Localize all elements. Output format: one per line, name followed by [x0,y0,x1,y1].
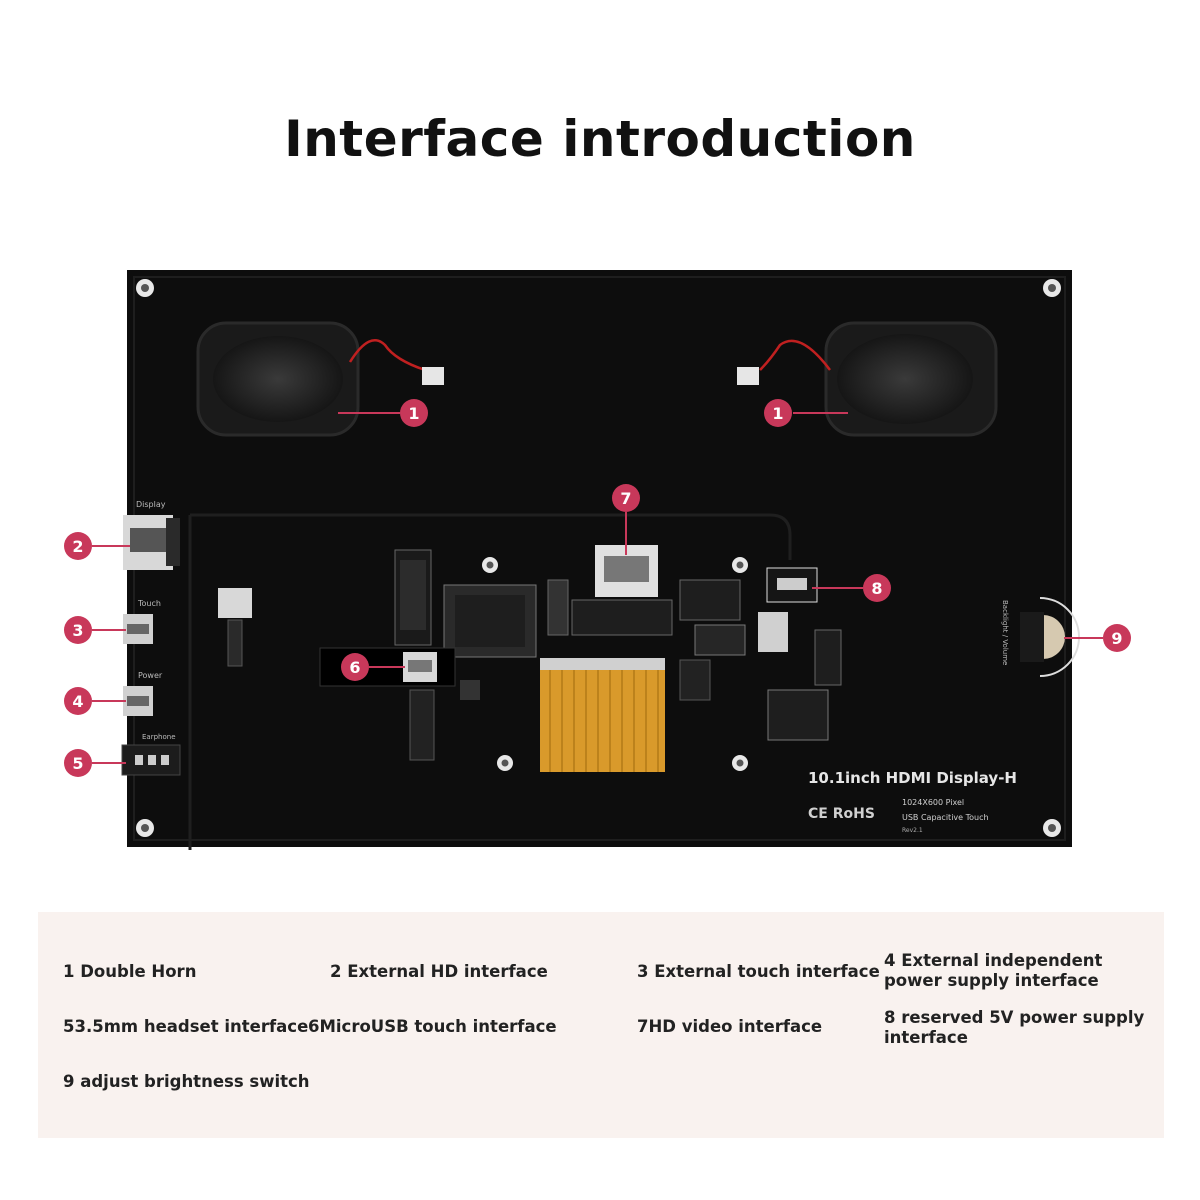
legend-item-3: 3 External touch interface [637,962,880,981]
hdmi-port [123,515,180,570]
cert-marks: CE RoHS [808,806,875,822]
board-resolution-label: 1024X600 Pixel [902,798,964,807]
left-speaker [196,321,444,437]
svg-text:9: 9 [1111,629,1122,648]
callout-marker-6: 6 [341,653,369,681]
mounting-holes [136,279,1061,837]
callout-marker-2: 2 [64,532,92,560]
svg-text:4: 4 [72,692,83,711]
legend-item-9: 9 adjust brightness switch [63,1072,310,1091]
legend-item-6: 6MicroUSB touch interface [308,1017,557,1036]
power-usb-port [123,686,153,716]
port-label-touch: Touch [137,599,161,608]
touch-usb-port [123,614,153,644]
legend-item-2: 2 External HD interface [330,962,548,981]
svg-text:3: 3 [72,621,83,640]
port-label-display: Display [136,500,166,509]
board-rev-label: Rev2.1 [902,827,923,834]
port-label-earphone: Earphone [142,733,176,741]
callout-marker-1b: 1 [764,399,792,427]
port-label-power: Power [138,671,163,680]
board-touch-label: USB Capacitive Touch [902,813,989,822]
svg-text:7: 7 [620,489,631,508]
svg-text:1: 1 [772,404,783,423]
svg-text:6: 6 [349,658,360,677]
callout-lines [92,412,1103,764]
svg-text:2: 2 [72,537,83,556]
legend-item-5: 53.5mm headset interface [63,1017,309,1036]
callout-marker-9: 9 [1103,624,1131,652]
legend-item-1: 1 Double Horn [63,962,197,981]
callout-marker-4: 4 [64,687,92,715]
callout-marker-8: 8 [863,574,891,602]
board-model-label: 10.1inch HDMI Display-H [808,769,1017,787]
display-board-illustration: Display Touch Power Earphone [64,270,1131,850]
legend-item-7: 7HD video interface [637,1017,823,1036]
legend-item-4: 4 External independent power supply inte… [884,951,1103,990]
brightness-dial [1020,597,1080,677]
earphone-jack [121,744,181,776]
interface-legend: 1 Double Horn 2 External HD interface 3 … [38,912,1164,1138]
svg-text:8: 8 [871,579,882,598]
reserved-5v-header [766,567,818,603]
fpc-ribbon-cable [540,658,665,772]
callout-marker-7: 7 [612,484,640,512]
pcb-components [394,549,842,761]
callout-marker-3: 3 [64,616,92,644]
callout-marker-1a: 1 [400,399,428,427]
page-title: Interface introduction [284,110,916,168]
right-speaker [737,321,998,437]
port-label-backlight: Backlight / Volume [1001,600,1009,665]
legend-item-8: 8 reserved 5V power supply interface [884,1008,1145,1047]
svg-text:5: 5 [72,754,83,773]
callout-marker-5: 5 [64,749,92,777]
svg-text:1: 1 [408,404,419,423]
